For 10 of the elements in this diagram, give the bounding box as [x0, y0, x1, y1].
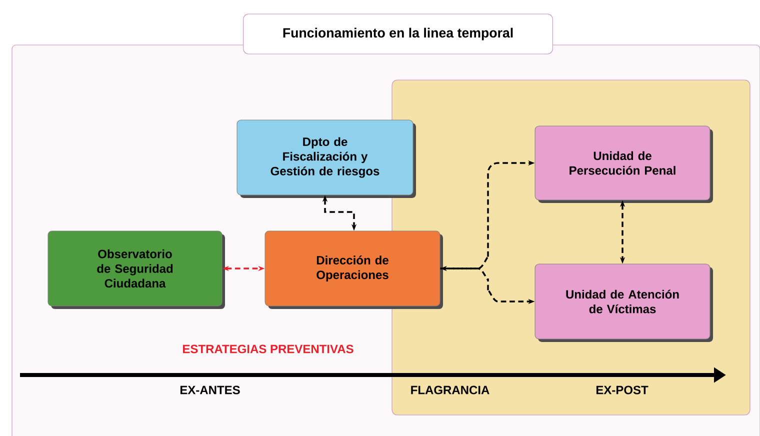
unit-box: Unidad de Persecución Penal: [534, 126, 713, 203]
phase-label: EX-POST: [596, 386, 648, 394]
unit-box: Unidad de Atención de Víctimas: [534, 264, 713, 342]
title-box: Funcionamiento en la linea temporal: [243, 14, 553, 54]
phase-label: FLAGRANCIA: [411, 386, 490, 394]
strategy-label: ESTRATEGIAS PREVENTIVAS: [183, 344, 354, 354]
unit-box: Dpto de Fiscalización y Gestión de riesgos: [236, 120, 416, 198]
unit-box: Observatorio de Seguridad Ciudadana: [48, 230, 225, 309]
phase-label: EX-ANTES: [180, 386, 240, 394]
unit-box: Dirección de Operaciones: [264, 230, 443, 309]
